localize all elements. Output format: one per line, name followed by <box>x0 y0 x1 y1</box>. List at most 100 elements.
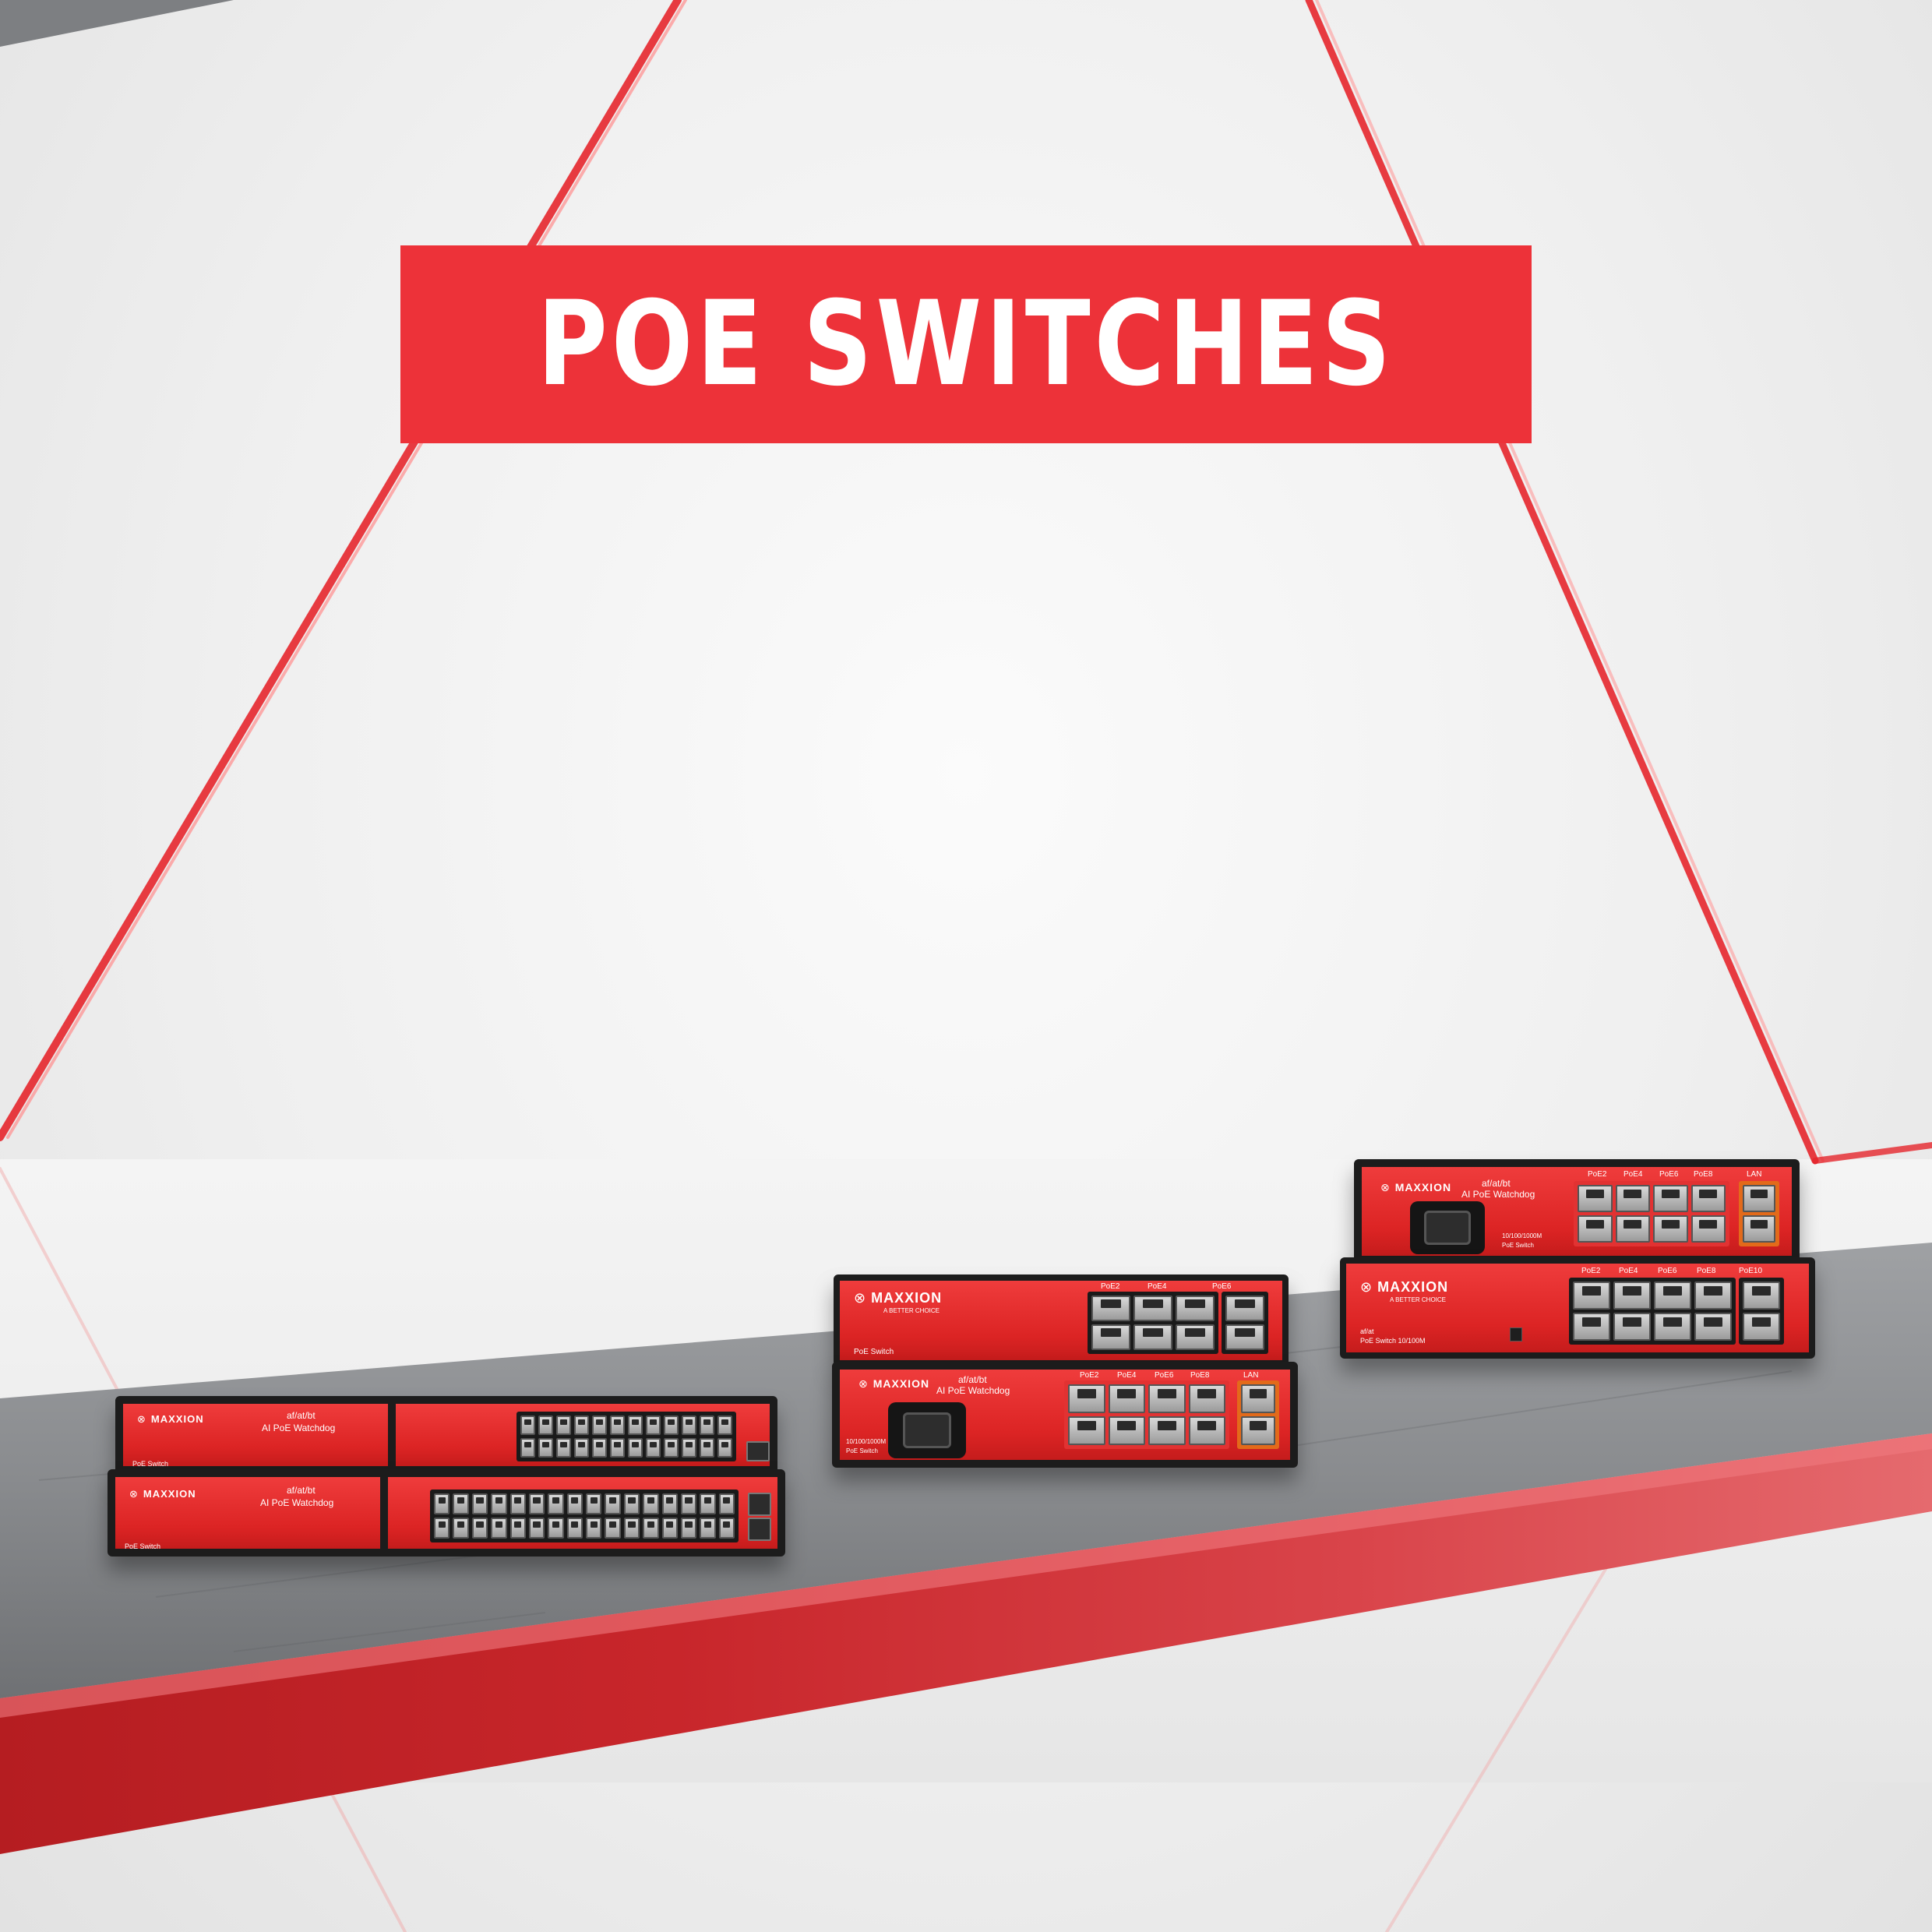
rj45-port[interactable] <box>605 1493 621 1514</box>
rj45-port[interactable] <box>623 1518 640 1539</box>
rj45-port[interactable] <box>1225 1324 1264 1350</box>
rj45-port[interactable] <box>548 1518 564 1539</box>
rj45-port[interactable] <box>1573 1313 1610 1341</box>
rj45-port[interactable] <box>538 1416 553 1435</box>
rj45-port[interactable] <box>528 1493 545 1514</box>
rj45-port[interactable] <box>1690 1185 1726 1212</box>
rj45-port[interactable] <box>717 1438 732 1458</box>
rj45-port[interactable] <box>538 1438 553 1458</box>
rj45-port[interactable] <box>628 1416 643 1435</box>
rj45-port[interactable] <box>434 1493 450 1514</box>
rj45-port[interactable] <box>1108 1416 1145 1445</box>
rj45-port[interactable] <box>605 1518 621 1539</box>
rj45-port[interactable] <box>664 1416 679 1435</box>
rj45-port[interactable] <box>1091 1324 1130 1350</box>
rj45-port[interactable] <box>610 1438 625 1458</box>
rj45-port[interactable] <box>592 1438 607 1458</box>
rj45-port[interactable] <box>453 1518 469 1539</box>
rj45-port[interactable] <box>1133 1296 1172 1321</box>
rj45-port[interactable] <box>556 1416 571 1435</box>
rj45-port[interactable] <box>610 1416 625 1435</box>
rj45-port[interactable] <box>1615 1185 1650 1212</box>
rj45-port[interactable] <box>682 1438 696 1458</box>
rj45-port[interactable] <box>661 1493 678 1514</box>
rj45-port[interactable] <box>1613 1282 1651 1310</box>
rj45-port[interactable] <box>434 1518 450 1539</box>
rj45-port[interactable] <box>623 1493 640 1514</box>
rj45-port[interactable] <box>1176 1296 1215 1321</box>
rj45-port[interactable] <box>646 1416 661 1435</box>
rj45-port[interactable] <box>661 1518 678 1539</box>
rj45-port[interactable] <box>1653 1185 1688 1212</box>
rj45-port[interactable] <box>1690 1215 1726 1243</box>
rj45-port[interactable] <box>1133 1324 1172 1350</box>
rj45-port[interactable] <box>556 1438 571 1458</box>
sfp-port[interactable] <box>748 1493 771 1516</box>
rj45-port[interactable] <box>471 1493 488 1514</box>
rj45-port[interactable] <box>1615 1215 1650 1243</box>
rj45-port[interactable] <box>700 1438 714 1458</box>
sfp-port[interactable] <box>748 1518 771 1541</box>
rj45-port[interactable] <box>1743 1185 1775 1212</box>
rj45-port[interactable] <box>1654 1282 1691 1310</box>
rj45-port[interactable] <box>1148 1384 1186 1413</box>
rj45-port[interactable] <box>1578 1185 1613 1212</box>
rj45-port[interactable] <box>718 1493 735 1514</box>
rj45-port[interactable] <box>1188 1384 1225 1413</box>
rj45-port[interactable] <box>509 1518 526 1539</box>
rj45-port[interactable] <box>566 1493 583 1514</box>
rj45-port[interactable] <box>1108 1384 1145 1413</box>
rj45-port[interactable] <box>643 1518 659 1539</box>
rj45-port[interactable] <box>1573 1282 1610 1310</box>
rj45-port[interactable] <box>646 1438 661 1458</box>
rj45-port[interactable] <box>1225 1296 1264 1321</box>
rj45-port[interactable] <box>1176 1324 1215 1350</box>
rj45-port[interactable] <box>471 1518 488 1539</box>
rj45-port[interactable] <box>680 1518 697 1539</box>
rj45-port[interactable] <box>1743 1282 1780 1310</box>
rj45-port[interactable] <box>717 1416 732 1435</box>
rj45-port[interactable] <box>718 1518 735 1539</box>
rj45-port[interactable] <box>1654 1313 1691 1341</box>
rj45-port[interactable] <box>1743 1313 1780 1341</box>
power-inlet[interactable] <box>1410 1201 1485 1254</box>
rj45-port[interactable] <box>566 1518 583 1539</box>
power-inlet[interactable] <box>888 1402 966 1458</box>
rj45-port[interactable] <box>586 1493 602 1514</box>
rj45-port[interactable] <box>491 1493 507 1514</box>
rj45-port[interactable] <box>682 1416 696 1435</box>
rj45-port[interactable] <box>700 1518 716 1539</box>
rj45-port[interactable] <box>1578 1215 1613 1243</box>
rj45-port[interactable] <box>1188 1416 1225 1445</box>
dip-switch[interactable] <box>1510 1327 1522 1341</box>
rj45-port[interactable] <box>574 1438 589 1458</box>
rj45-port[interactable] <box>1694 1282 1732 1310</box>
rj45-port[interactable] <box>520 1416 535 1435</box>
rj45-port[interactable] <box>680 1493 697 1514</box>
sfp-port[interactable] <box>746 1441 770 1461</box>
rj45-port[interactable] <box>592 1416 607 1435</box>
rj45-port[interactable] <box>1653 1215 1688 1243</box>
rj45-port[interactable] <box>664 1438 679 1458</box>
rj45-port[interactable] <box>1241 1416 1275 1445</box>
rj45-port[interactable] <box>643 1493 659 1514</box>
rj45-port[interactable] <box>528 1518 545 1539</box>
rj45-port[interactable] <box>700 1493 716 1514</box>
rj45-port[interactable] <box>574 1416 589 1435</box>
rj45-port[interactable] <box>548 1493 564 1514</box>
rj45-port[interactable] <box>509 1493 526 1514</box>
rj45-port[interactable] <box>1068 1384 1105 1413</box>
rj45-port[interactable] <box>700 1416 714 1435</box>
rj45-port[interactable] <box>1241 1384 1275 1413</box>
rj45-port[interactable] <box>1091 1296 1130 1321</box>
rj45-port[interactable] <box>1068 1416 1105 1445</box>
rj45-port[interactable] <box>1694 1313 1732 1341</box>
rj45-port[interactable] <box>628 1438 643 1458</box>
rj45-port[interactable] <box>586 1518 602 1539</box>
rj45-port[interactable] <box>520 1438 535 1458</box>
rj45-port[interactable] <box>1613 1313 1651 1341</box>
rj45-port[interactable] <box>491 1518 507 1539</box>
rj45-port[interactable] <box>453 1493 469 1514</box>
rj45-port[interactable] <box>1743 1215 1775 1243</box>
rj45-port[interactable] <box>1148 1416 1186 1445</box>
